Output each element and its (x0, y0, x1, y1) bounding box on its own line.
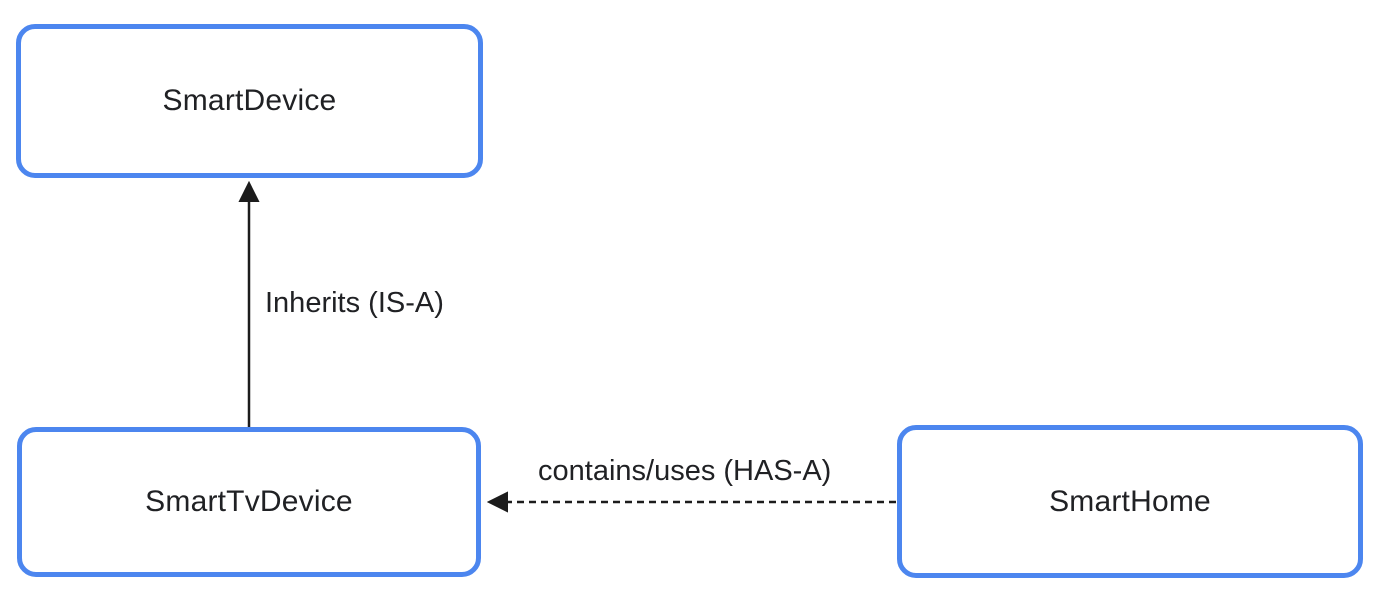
node-smart-device: SmartDevice (16, 24, 483, 178)
has-a-edge-label: contains/uses (HAS-A) (538, 455, 832, 487)
node-smart-home: SmartHome (897, 425, 1363, 578)
node-smart-tv-device: SmartTvDevice (17, 427, 481, 577)
node-smart-tv-device-label: SmartTvDevice (145, 485, 353, 518)
inherits-edge-label: Inherits (IS-A) (265, 287, 444, 319)
node-smart-home-label: SmartHome (1049, 484, 1211, 518)
node-smart-device-label: SmartDevice (162, 84, 337, 117)
